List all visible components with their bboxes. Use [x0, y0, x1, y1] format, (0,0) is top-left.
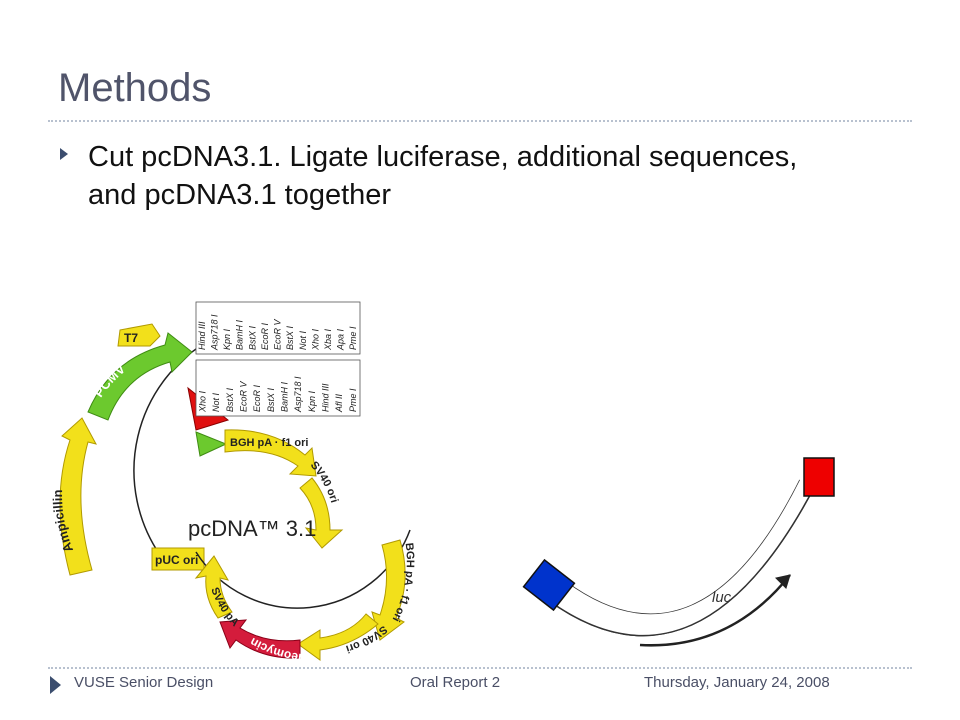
- restriction-site: Kpn I: [222, 328, 232, 350]
- insert-start-block: [522, 558, 576, 612]
- restriction-site: Xba I: [323, 328, 333, 351]
- restriction-site: EcoR V: [239, 380, 249, 412]
- fragment-backbone: [195, 529, 411, 609]
- luc-direction-arrowhead-icon: [774, 574, 791, 589]
- footer-arrow-icon: [50, 676, 61, 694]
- restriction-site: Pme I: [348, 326, 358, 350]
- footer-course: VUSE Senior Design: [74, 674, 214, 691]
- restriction-site: BamH I: [280, 381, 290, 412]
- restriction-site: Kpn I: [307, 390, 317, 412]
- luc-direction-line: [639, 574, 791, 647]
- sv40-pa-arrow: [194, 555, 233, 619]
- plasmid-fragment: BGH pA · f1 ori SV40 ori Neomycin SV40 p…: [194, 529, 416, 666]
- bullet-arrow-icon: [60, 148, 68, 160]
- restriction-site: Asp718 I: [209, 314, 219, 351]
- t7-arrow: [117, 323, 161, 347]
- sv40-ori-arrow: [299, 477, 344, 549]
- bgh-f1-label: BGH pA · f1 ori: [230, 437, 308, 449]
- plasmid-name: pcDNA™ 3.1: [188, 516, 316, 541]
- t7-label: T7: [124, 331, 138, 345]
- pcmv-arrow: [87, 332, 193, 421]
- restriction-site: EcoR V: [273, 318, 283, 350]
- t7-promoter-arrow: [195, 431, 228, 457]
- restriction-site: Xho I: [198, 390, 208, 413]
- sites-table-top: [195, 301, 361, 355]
- restriction-site: BstX I: [225, 387, 235, 412]
- footer-date: Thursday, January 24, 2008: [644, 674, 830, 691]
- title-divider: [48, 120, 912, 122]
- restriction-site: Apa I: [336, 328, 346, 351]
- restriction-site: BstX I: [285, 325, 295, 350]
- insert-inner-edge: [565, 479, 801, 615]
- restriction-site: Not I: [298, 330, 308, 350]
- ampicillin-arrow: [59, 417, 97, 576]
- restriction-site: Xho I: [310, 328, 320, 351]
- slide-title: Methods: [58, 66, 212, 110]
- sites-table-bottom: [195, 359, 361, 417]
- bullet-text: Cut pcDNA3.1. Ligate luciferase, additio…: [88, 141, 798, 211]
- restriction-site: Afl II: [334, 393, 344, 413]
- restriction-site: BstX I: [266, 387, 276, 412]
- restriction-site: EcoR I: [260, 322, 270, 350]
- restriction-site: Not I: [211, 392, 221, 412]
- insert-outer-line: [547, 479, 819, 637]
- restriction-site: BstX I: [247, 325, 257, 350]
- restriction-site: BamH I: [235, 319, 245, 350]
- insert-body: [548, 480, 818, 636]
- puc-ori-box: [151, 547, 205, 571]
- luc-label: luc: [712, 589, 732, 606]
- restriction-site: Hind III: [321, 383, 331, 412]
- footer-report: Oral Report 2: [410, 674, 501, 691]
- insert-end-block: [803, 457, 835, 497]
- plasmid-map: T7 PCMV Ampicillin pUC ori BGH pA · f1 o…: [50, 301, 361, 576]
- restriction-site: Asp718 I: [293, 376, 303, 413]
- bgh-pa-lower-arrow: [371, 539, 406, 641]
- footer-divider: [48, 667, 912, 669]
- neomycin-arrow: [219, 619, 301, 659]
- restriction-site: EcoR I: [252, 384, 262, 412]
- luciferase-insert: luc: [522, 457, 835, 647]
- restriction-site: Hind III: [197, 321, 207, 350]
- puc-ori-label: pUC ori: [155, 553, 198, 567]
- bgh-pa-f1-ori-arrow: [224, 429, 317, 477]
- restriction-site: Pme I: [348, 388, 358, 412]
